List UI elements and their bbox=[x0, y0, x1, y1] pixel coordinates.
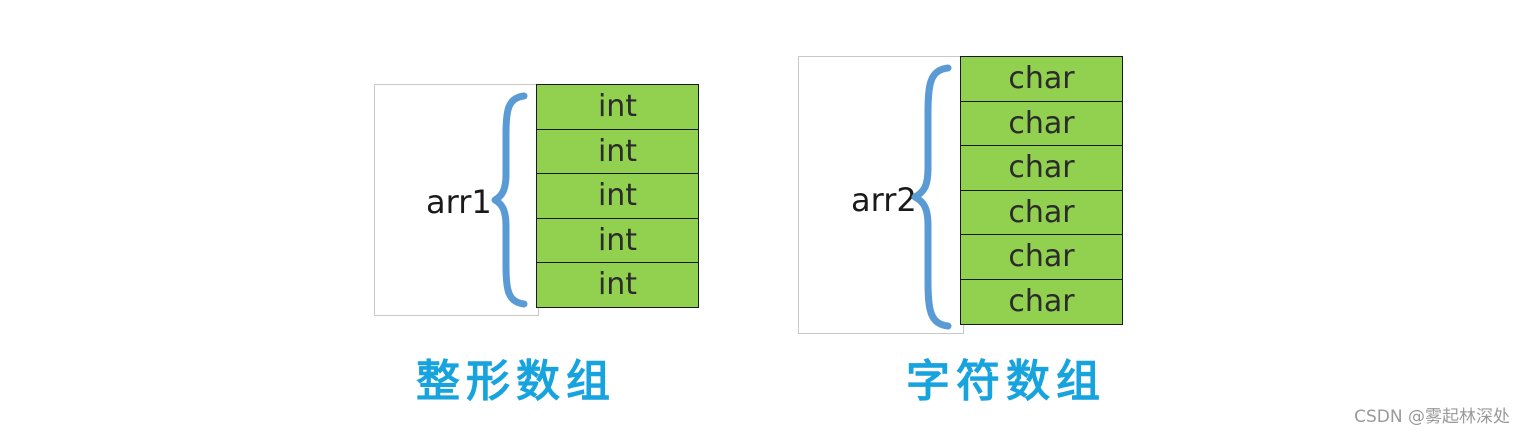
int-array-brace bbox=[491, 92, 528, 308]
char-array-label: arr2 bbox=[851, 181, 917, 219]
char-cell: char bbox=[960, 56, 1123, 102]
char-array-cells: char char char char char char bbox=[960, 56, 1123, 325]
int-cell: int bbox=[536, 128, 699, 175]
int-array-caption: 整形数组 bbox=[416, 356, 616, 407]
char-cell: char bbox=[960, 100, 1123, 147]
char-cell: char bbox=[960, 278, 1123, 325]
char-cell: char bbox=[960, 189, 1123, 236]
char-cell: char bbox=[960, 145, 1123, 191]
int-cell: int bbox=[536, 262, 699, 308]
int-array-label: arr1 bbox=[426, 183, 492, 221]
char-cell: char bbox=[960, 234, 1123, 280]
char-array-frame bbox=[798, 56, 964, 334]
int-array-frame bbox=[374, 84, 539, 316]
int-array-cells: int int int int int bbox=[536, 84, 699, 308]
int-cell: int bbox=[536, 217, 699, 264]
int-cell: int bbox=[536, 173, 699, 219]
char-array-brace bbox=[911, 64, 952, 330]
char-array-caption: 字符数组 bbox=[906, 356, 1106, 407]
int-cell: int bbox=[536, 84, 699, 130]
watermark: CSDN @雾起林深处 bbox=[1354, 407, 1510, 427]
